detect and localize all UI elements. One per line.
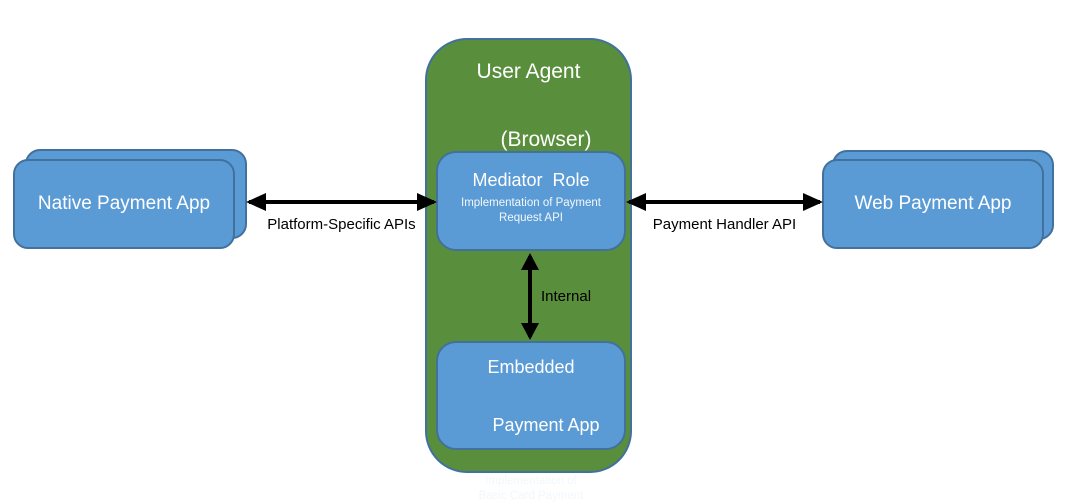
payment-handler-api-label: Payment Handler API bbox=[652, 216, 797, 233]
native-payment-app-box: Native Payment App bbox=[13, 149, 249, 251]
web-payment-app-box-front: Web Payment App bbox=[822, 159, 1044, 249]
web-payment-app-box: Web Payment App bbox=[822, 150, 1056, 250]
embedded-payment-app-title-line2: Payment App bbox=[492, 415, 600, 435]
arrowhead-down-icon bbox=[521, 323, 539, 340]
mediator-role-subtitle-line2: Request API bbox=[499, 212, 563, 224]
arrow-shaft bbox=[528, 256, 532, 337]
native-payment-app-label: Native Payment App bbox=[37, 193, 211, 214]
arrow-mediator-to-embedded bbox=[521, 253, 539, 340]
arrowhead-right-icon bbox=[803, 193, 823, 211]
mediator-role-box: Mediator Role Implementation of Payment … bbox=[436, 151, 626, 251]
arrow-mediator-to-web bbox=[626, 193, 823, 211]
embedded-payment-app-title-line1: Embedded bbox=[487, 357, 575, 377]
arrow-shaft bbox=[249, 200, 434, 204]
embedded-payment-app-subtitle-line2: Basic Card Payment bbox=[478, 490, 584, 502]
embedded-payment-app-subtitle-line1: Implementation of bbox=[485, 475, 577, 487]
user-agent-title-line1: User Agent bbox=[476, 60, 581, 83]
mediator-role-title: Mediator Role bbox=[472, 170, 590, 190]
arrow-native-to-mediator bbox=[246, 193, 437, 211]
embedded-payment-app-title: Embedded Payment App bbox=[438, 353, 624, 469]
payment-architecture-diagram: Native Payment App Web Payment App User … bbox=[13, 38, 1056, 502]
platform-specific-apis-label: Platform-Specific APIs bbox=[267, 216, 416, 233]
arrowhead-right-icon bbox=[417, 193, 437, 211]
user-agent-title: User Agent (Browser) bbox=[427, 55, 630, 191]
embedded-payment-app-box: Embedded Payment App Implementation of B… bbox=[436, 341, 626, 502]
arrow-shaft bbox=[629, 200, 820, 204]
web-payment-app-label: Web Payment App bbox=[854, 193, 1012, 214]
mediator-role-subtitle: Implementation of Payment Request API bbox=[438, 196, 624, 226]
mediator-role-subtitle-line1: Implementation of Payment bbox=[461, 197, 601, 209]
user-agent-title-line2: (Browser) bbox=[500, 128, 592, 151]
embedded-payment-app-subtitle: Implementation of Basic Card Payment bbox=[438, 474, 624, 504]
internal-label: Internal bbox=[541, 288, 592, 305]
native-payment-app-box-front: Native Payment App bbox=[13, 159, 235, 249]
